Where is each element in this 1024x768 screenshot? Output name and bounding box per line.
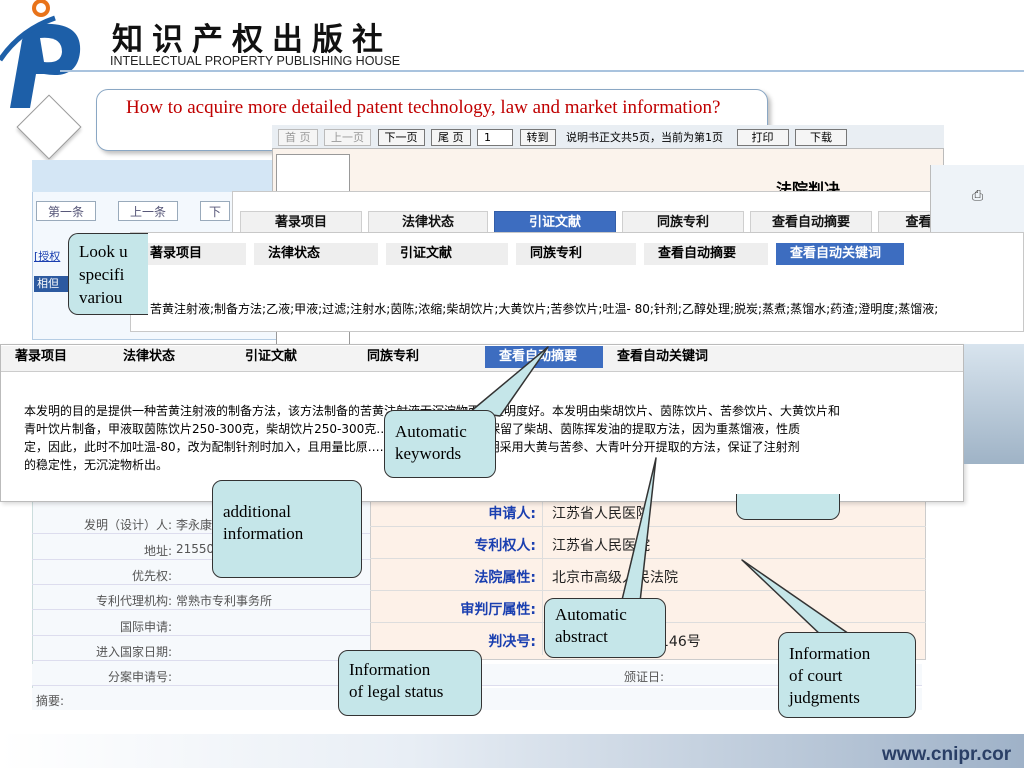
- biblio-row-inventor: 发明（设计）人: 李永康: [32, 512, 372, 534]
- division-label: 分案申请号:: [107, 670, 172, 684]
- keywords-text: 苦黄注射液;制备方法;乙液;甲液;过滤;注射水;茵陈;浓缩;柴胡饮片;大黄饮片;…: [150, 302, 939, 316]
- address-label: 地址:: [143, 544, 172, 558]
- tab-auto-abstract[interactable]: 查看自动摘要: [750, 211, 872, 235]
- goto-button[interactable]: 转到: [519, 129, 556, 146]
- question-text: How to acquire more detailed patent tech…: [126, 97, 721, 118]
- list-related[interactable]: 相但: [34, 276, 70, 292]
- list-link[interactable]: [授权: [34, 250, 61, 263]
- abs-tab-biblio[interactable]: 著录项目: [15, 349, 68, 364]
- address-value: 21550: [176, 542, 215, 556]
- header-divider: [60, 70, 1024, 72]
- tab-citations[interactable]: 引证文献: [494, 211, 616, 235]
- inventor-value: 李永康: [176, 518, 213, 532]
- callout-auto-abstract: Automatic abstract: [544, 598, 666, 658]
- biblio-row-address: 地址: 21550: [32, 538, 372, 560]
- biblio-row-priority: 优先权:: [32, 563, 372, 585]
- priority-label: 优先权:: [131, 569, 172, 583]
- right-decoration: [964, 344, 1024, 464]
- callout-court-judgments: Information of court judgments: [778, 632, 916, 718]
- issue-date-label: 颁证日:: [623, 670, 664, 684]
- kw-tab-auto-keywords[interactable]: 查看自动关键词: [776, 243, 904, 265]
- biblio-row-national: 进入国家日期:: [32, 639, 372, 661]
- judgment-no-label: 判决号:: [488, 634, 536, 650]
- agency-label: 专利代理机构:: [95, 594, 172, 608]
- kw-tab-legal-status[interactable]: 法律状态: [254, 243, 378, 265]
- callout-additional-info: additional information: [212, 480, 362, 578]
- print-button[interactable]: 打印: [736, 129, 789, 146]
- callout-partial: [736, 494, 840, 520]
- applicant-value: 江苏省人民医院: [552, 506, 650, 522]
- page-info-text: 说明书正文共5页，当前为第1页: [566, 131, 723, 144]
- prev-page-button[interactable]: 上一页: [324, 129, 371, 146]
- court-label: 法院属性:: [474, 570, 536, 586]
- biblio-row-agency: 专利代理机构: 常熟市专利事务所: [32, 588, 372, 610]
- tab-family[interactable]: 同族专利: [622, 211, 744, 235]
- court-row-judgment-no: 判决号: 146号: [370, 625, 926, 655]
- tab-legal-status[interactable]: 法律状态: [368, 211, 488, 235]
- national-date-label: 进入国家日期:: [95, 645, 172, 659]
- doc-viewer-toolbar: 首 页 上一页 下一页 尾 页 1 转到 说明书正文共5页，当前为第1页 打印 …: [272, 125, 944, 149]
- abs-tab-family[interactable]: 同族专利: [367, 349, 420, 364]
- list-nav-next[interactable]: 下: [200, 201, 230, 221]
- abstract-label: 摘要:: [36, 694, 65, 708]
- list-nav-prev[interactable]: 上一条: [118, 201, 178, 221]
- list-page-header-bar: [32, 160, 287, 192]
- page-number: 16: [940, 708, 961, 728]
- patent-holder-label: 专利权人:: [474, 538, 536, 554]
- court-value: 北京市高级人民法院: [552, 570, 678, 586]
- list-nav-first[interactable]: 第一条: [36, 201, 96, 221]
- abs-tab-citations[interactable]: 引证文献: [245, 349, 298, 364]
- abs-tab-legal-status[interactable]: 法律状态: [123, 349, 176, 364]
- footer-url[interactable]: www.cnipr.cor: [882, 744, 1012, 765]
- kw-tab-citations[interactable]: 引证文献: [386, 243, 508, 265]
- footer-bar: [0, 734, 1024, 768]
- keywords-tabs: 著录项目 法律状态 引证文献 同族专利 查看自动摘要 查看自动关键词: [136, 243, 904, 265]
- court-row-court: 法院属性: 北京市高级人民法院: [370, 561, 926, 591]
- last-page-button[interactable]: 尾 页: [431, 129, 471, 146]
- publisher-logo: [0, 0, 81, 108]
- tribunal-label: 审判厅属性:: [460, 602, 536, 618]
- page-number-input[interactable]: 1: [477, 129, 513, 146]
- inventor-label: 发明（设计）人:: [83, 518, 172, 532]
- publisher-name-en: INTELLECTUAL PROPERTY PUBLISHING HOUSE: [110, 54, 401, 68]
- publisher-name-cn: 知识产权出版社: [112, 22, 392, 58]
- column-divider: [542, 497, 543, 655]
- kw-tab-family[interactable]: 同族专利: [516, 243, 636, 265]
- abstract-tabs-bar: 著录项目 法律状态 引证文献 同族专利 查看自动摘要 查看自动关键词: [1, 346, 963, 372]
- judgment-no-value: 146号: [660, 634, 701, 650]
- callout-lookup: Look u specifi variou: [68, 233, 148, 315]
- callout-legal-status: Information of legal status: [338, 650, 482, 716]
- kw-tab-auto-abstract[interactable]: 查看自动摘要: [644, 243, 768, 265]
- patent-holder-value: 江苏省人民医院: [552, 538, 650, 554]
- applicant-label: 申请人:: [488, 506, 536, 522]
- court-row-holder: 专利权人: 江苏省人民医院: [370, 529, 926, 559]
- kw-tab-biblio[interactable]: 著录项目: [136, 243, 246, 265]
- callout-auto-keywords: Automatic keywords: [384, 410, 496, 478]
- biblio-row-intl: 国际申请:: [32, 614, 372, 636]
- abs-tab-auto-keywords[interactable]: 查看自动关键词: [617, 349, 709, 364]
- intl-label: 国际申请:: [119, 620, 172, 634]
- right-edge-window: [930, 165, 1024, 233]
- download-button[interactable]: 下载: [795, 129, 847, 146]
- first-page-button[interactable]: 首 页: [278, 129, 318, 146]
- next-page-button[interactable]: 下一页: [377, 129, 425, 146]
- agency-value: 常熟市专利事务所: [176, 594, 273, 608]
- abstract-line: 的稳定性，无沉淀物析出。: [24, 458, 169, 472]
- printer-icon[interactable]: ⎙: [972, 188, 984, 204]
